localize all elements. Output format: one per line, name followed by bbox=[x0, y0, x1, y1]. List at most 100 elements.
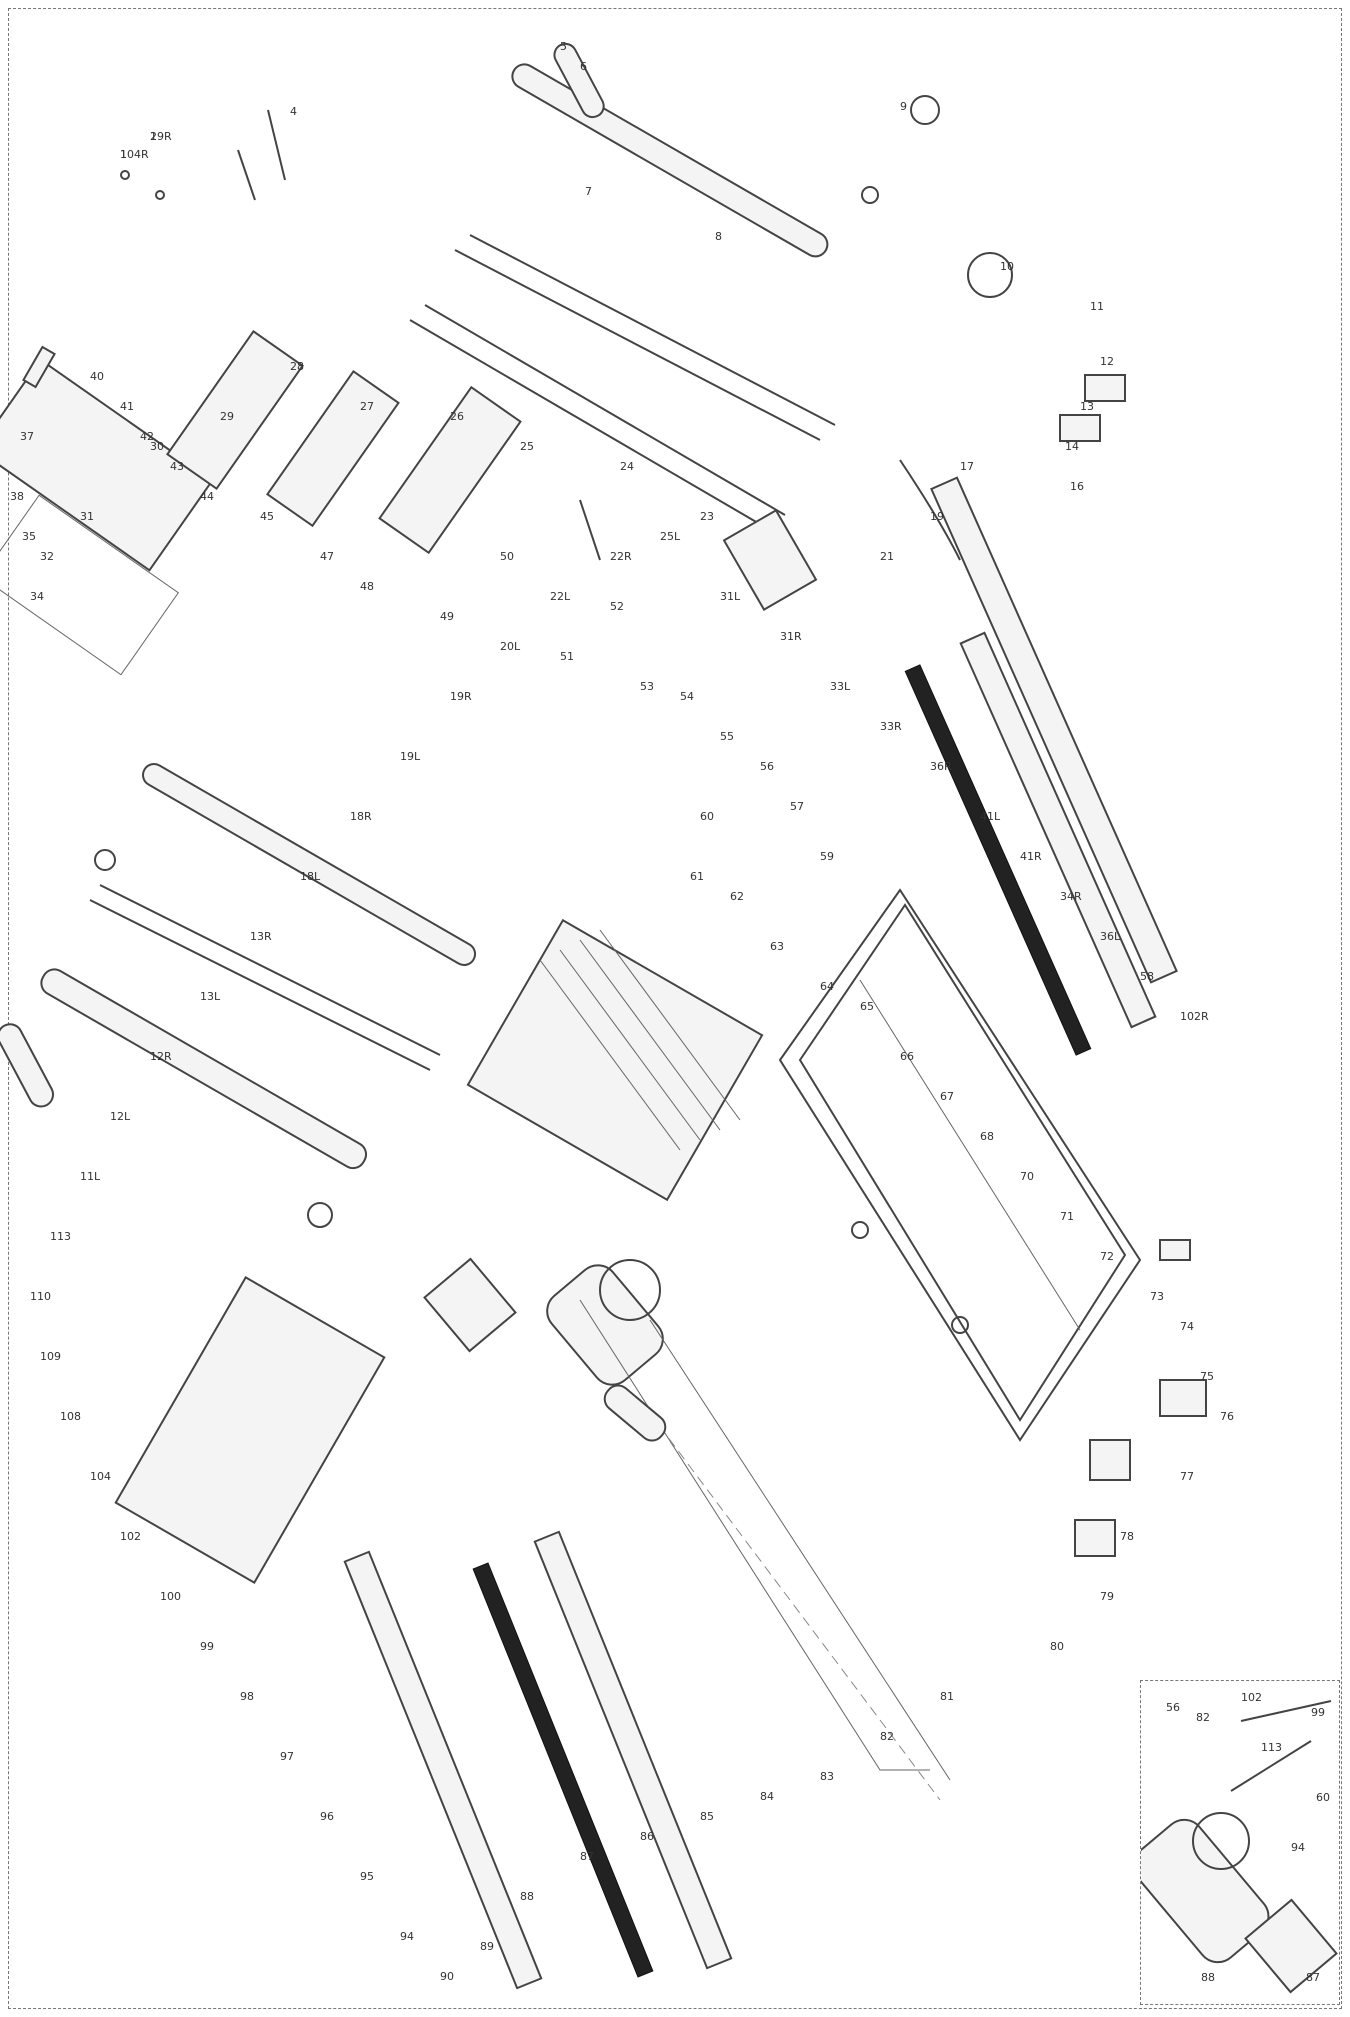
part-label-75: 75 bbox=[1200, 1370, 1214, 1383]
part-label-16: 16 bbox=[1070, 480, 1084, 493]
part-label-26: 26 bbox=[450, 410, 464, 423]
part-label-34R: 34R bbox=[1060, 890, 1082, 903]
part-label-62: 62 bbox=[730, 890, 744, 903]
motor-assembly bbox=[423, 1257, 664, 1386]
part-label-109: 109 bbox=[40, 1350, 61, 1363]
inset-label-87: 87 bbox=[1306, 1971, 1320, 1984]
part-label-84: 84 bbox=[760, 1790, 774, 1803]
part-label-34: 34 bbox=[30, 590, 44, 603]
part-label-19R: 19R bbox=[450, 690, 472, 703]
inset-label-99: 99 bbox=[1311, 1706, 1325, 1719]
part-label-81: 81 bbox=[940, 1690, 954, 1703]
inset-label-60: 60 bbox=[1316, 1791, 1330, 1804]
part-label-50: 50 bbox=[500, 550, 514, 563]
side-rails-left bbox=[343, 1530, 733, 1990]
part-label-11L: 11L bbox=[80, 1170, 101, 1183]
part-label-31R: 31R bbox=[780, 630, 802, 643]
part-label-99: 99 bbox=[200, 1640, 214, 1653]
part-label-68: 68 bbox=[980, 1130, 994, 1143]
part-label-65: 65 bbox=[860, 1000, 874, 1013]
part-label-30: 30 bbox=[150, 440, 164, 453]
running-belt bbox=[579, 1299, 951, 1801]
diagram-border bbox=[8, 8, 1342, 2009]
inset-label-56: 56 bbox=[1166, 1701, 1180, 1714]
part-label-19R: 19R bbox=[150, 130, 172, 143]
part-label-43: 43 bbox=[170, 460, 184, 473]
inset-label-102: 102 bbox=[1241, 1691, 1262, 1704]
part-label-104R: 104R bbox=[120, 148, 149, 161]
part-label-31: 31 bbox=[80, 510, 94, 523]
part-label-88: 88 bbox=[520, 1890, 534, 1903]
upright-left bbox=[0, 763, 477, 1228]
part-label-44: 44 bbox=[200, 490, 214, 503]
part-label-104: 104 bbox=[90, 1470, 111, 1483]
part-label-80: 80 bbox=[1050, 1640, 1064, 1653]
part-label-2: 2 bbox=[150, 130, 157, 143]
part-label-70: 70 bbox=[1020, 1170, 1034, 1183]
part-label-1: 1 bbox=[120, 148, 127, 161]
part-label-8: 8 bbox=[715, 230, 722, 243]
part-label-22L: 22L bbox=[550, 590, 571, 603]
part-label-102: 102 bbox=[120, 1530, 141, 1543]
part-label-11: 11 bbox=[1090, 300, 1104, 313]
inset-labels: 56 82 102 99 113 94 88 87 60 bbox=[1166, 1691, 1330, 1984]
part-label-108: 108 bbox=[60, 1410, 81, 1423]
part-label-67: 67 bbox=[940, 1090, 954, 1103]
part-label-78: 78 bbox=[1120, 1530, 1134, 1543]
part-label-33L: 33L bbox=[830, 680, 851, 693]
part-label-47: 47 bbox=[320, 550, 334, 563]
part-label-14: 14 bbox=[1065, 440, 1079, 453]
part-label-73: 73 bbox=[1150, 1290, 1164, 1303]
part-label-40: 40 bbox=[90, 370, 104, 383]
part-label-35: 35 bbox=[22, 530, 36, 543]
part-label-31L: 31L bbox=[720, 590, 741, 603]
part-label-55: 55 bbox=[720, 730, 734, 743]
part-label-49: 49 bbox=[440, 610, 454, 623]
part-label-110: 110 bbox=[30, 1290, 51, 1303]
part-label-98: 98 bbox=[240, 1690, 254, 1703]
part-label-23: 23 bbox=[700, 510, 714, 523]
inset-label-113: 113 bbox=[1261, 1741, 1282, 1754]
part-label-77: 77 bbox=[1180, 1470, 1194, 1483]
part-label-18R: 18R bbox=[350, 810, 372, 823]
part-label-41: 41 bbox=[120, 400, 134, 413]
part-label-79: 79 bbox=[1100, 1590, 1114, 1603]
part-label-25: 25 bbox=[520, 440, 534, 453]
inset-label-94: 94 bbox=[1291, 1841, 1305, 1854]
part-label-95: 95 bbox=[360, 1870, 374, 1883]
part-label-56: 56 bbox=[760, 760, 774, 773]
part-label-74: 74 bbox=[1180, 1320, 1194, 1333]
part-label-53: 53 bbox=[640, 680, 654, 693]
part-label-12R: 12R bbox=[150, 1050, 172, 1063]
deck-center bbox=[466, 918, 764, 1202]
part-label-86: 86 bbox=[640, 1830, 654, 1843]
motor-cover bbox=[114, 1276, 386, 1584]
part-label-5: 5 bbox=[560, 40, 567, 53]
part-label-24: 24 bbox=[620, 460, 634, 473]
part-label-4: 4 bbox=[290, 105, 297, 118]
part-label-20L: 20L bbox=[500, 640, 521, 653]
part-label-29: 29 bbox=[220, 410, 234, 423]
inset-label-82: 82 bbox=[1196, 1711, 1210, 1724]
part-label-19: 19 bbox=[930, 510, 944, 523]
small-hardware bbox=[120, 109, 1207, 1557]
part-label-18L: 18L bbox=[300, 870, 321, 883]
part-label-64: 64 bbox=[820, 980, 834, 993]
part-label-102R: 102R bbox=[1180, 1010, 1209, 1023]
inset-detail-box: 56 82 102 99 113 94 88 87 60 bbox=[1140, 1680, 1340, 2005]
part-label-37: 37 bbox=[20, 430, 34, 443]
part-label-33R: 33R bbox=[880, 720, 902, 733]
part-label-48: 48 bbox=[360, 580, 374, 593]
part-label-19L: 19L bbox=[400, 750, 421, 763]
part-label-10: 10 bbox=[1000, 260, 1014, 273]
upright-top bbox=[409, 42, 940, 531]
inset-label-88: 88 bbox=[1201, 1971, 1215, 1984]
part-label-83: 83 bbox=[820, 1770, 834, 1783]
part-label-27: 27 bbox=[360, 400, 374, 413]
part-label-32: 32 bbox=[40, 550, 54, 563]
part-label-89: 89 bbox=[480, 1940, 494, 1953]
part-label-85: 85 bbox=[700, 1810, 714, 1823]
part-label-57: 57 bbox=[790, 800, 804, 813]
